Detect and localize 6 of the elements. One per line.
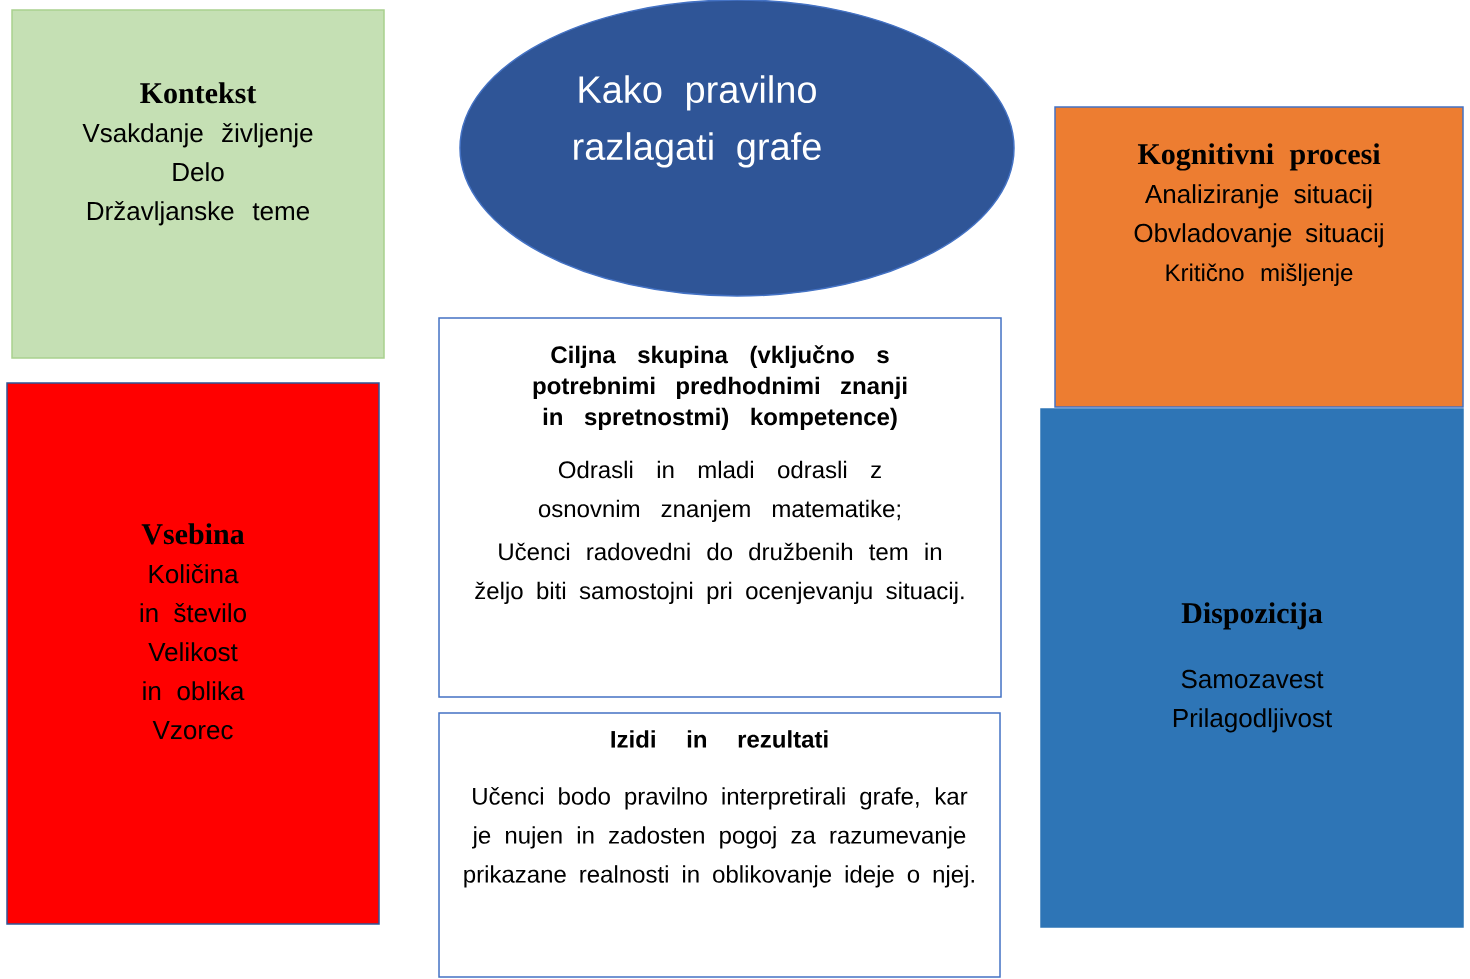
content-box: Vsebina Količina in število Velikost in oblika Vzorec [6,382,380,925]
cognitive-box: Kognitivni procesi Analiziranje situacij Obvladovanje situacij Kritično mišljenje [1054,106,1464,408]
target-group-box: Ciljna skupina (vključno s potrebnimi predhodnimi znanji in spretnostmi) kompetence) Odrasli in mladi odrasli z osnovnim znanjem matematike; Učenci radovedni do družbenih tem in željo biti samostojni pri ocenjevanju situacij. [438,317,1002,698]
context-box: Kontekst Vsakdanje življenje Delo Državljanske teme [11,9,385,359]
disposition-box: Dispozicija Samozavest Prilagodljivost [1040,408,1464,928]
outcomes-box: Izidi in rezultati Učenci bodo pravilno interpretirali grafe, kar je nujen in zadosten pogoj za razumevanje prikazane realnosti in oblikovanje ideje o njej. [438,712,1001,978]
